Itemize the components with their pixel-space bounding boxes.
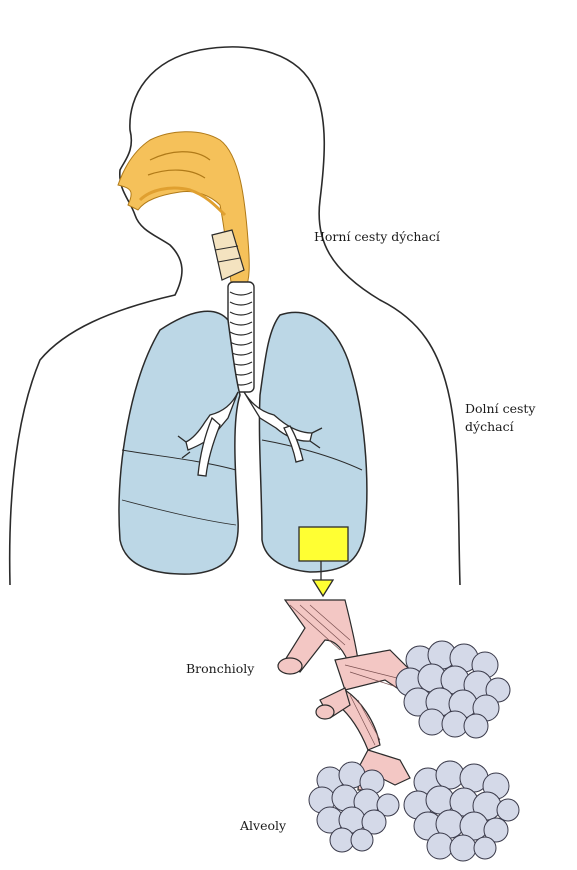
label-lower-airways: Dolní cesty dýchací <box>465 400 535 436</box>
bronchioles <box>278 600 415 790</box>
label-lower-airways-line2: dýchací <box>465 418 535 436</box>
alveoli-bottom-right <box>404 761 519 861</box>
label-alveoli: Alveoly <box>240 817 286 835</box>
label-lower-airways-line1: Dolní cesty <box>465 400 535 418</box>
label-upper-airways: Horní cesty dýchací <box>314 228 440 246</box>
label-bronchioles: Bronchioly <box>186 660 254 678</box>
alveoli-upper-right <box>396 641 510 738</box>
left-lung <box>119 311 240 574</box>
highlight-box <box>299 527 348 596</box>
